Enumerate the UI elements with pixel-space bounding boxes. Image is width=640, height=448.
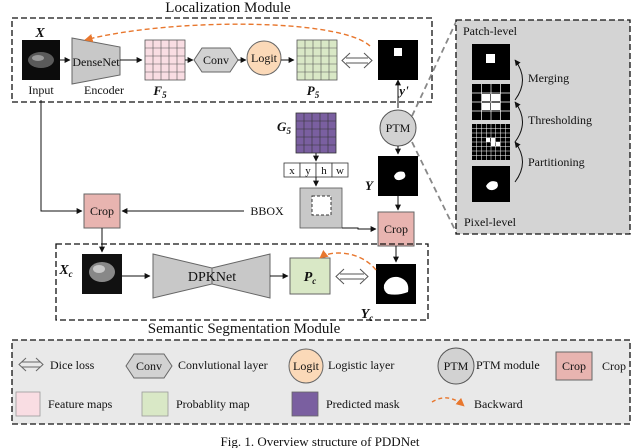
step-merging: Merging [528, 71, 569, 85]
ptm-bottom-label: Pixel-level [464, 215, 517, 229]
localization-module-box [11, 17, 433, 103]
y-prime-mask [378, 40, 418, 80]
bbox-w: w [336, 165, 344, 177]
crop-right-label: Crop [384, 222, 408, 236]
legend-conv: Convlutional layer [178, 358, 268, 372]
backward-arrow-top [84, 23, 371, 47]
arrow-input-to-crop [40, 100, 83, 214]
ptm-label: PTM [386, 121, 411, 135]
legend-backward-icon [431, 397, 465, 407]
feature-map-f5-grid [144, 39, 186, 81]
probability-map-p5-grid [296, 39, 338, 81]
partitioning-arrow [514, 141, 523, 183]
yc-mask-shape [383, 276, 409, 295]
segmentation-title: Semantic Segmentation Module [148, 321, 341, 337]
ptm-connector-bottom [411, 141, 457, 233]
legend-pred: Predicted mask [326, 397, 400, 411]
logit-layer [246, 40, 282, 76]
segmentation-module-box [55, 243, 429, 321]
y-prime-label: y' [397, 83, 409, 98]
predicted-mask-g5-grid [295, 112, 337, 154]
ptm-top-label: Patch-level [463, 24, 518, 38]
ptm-stage-3 [472, 124, 510, 160]
dice-loss-arrow-top [341, 52, 373, 69]
bbox-dashed-box [311, 195, 332, 216]
backward-arrow-bottom [319, 250, 377, 271]
legend-conv-symbol: Conv [136, 359, 162, 373]
legend-conv-icon [125, 353, 173, 379]
legend-dice-icon [18, 357, 44, 372]
y-prime-patch [394, 48, 402, 56]
legend-dice: Dice loss [50, 358, 95, 372]
legend-crop-symbol: Crop [562, 359, 586, 373]
xc-image [82, 254, 122, 294]
densenet-label: DenseNet [72, 55, 120, 69]
step-partitioning: Partitioning [528, 155, 585, 169]
g5-label: G5 [277, 119, 291, 136]
legend-feature-icon [15, 391, 41, 417]
arrow-bbox-to-crop-right [342, 226, 377, 232]
crop-left [83, 193, 121, 229]
legend-feature: Feature maps [48, 397, 113, 411]
dpknet-label: DPKNet [188, 270, 236, 285]
pc-box [289, 257, 331, 295]
y-mask-shape [394, 171, 406, 181]
dpknet-decoder [211, 253, 271, 299]
crop-left-label: Crop [90, 204, 114, 218]
legend-prob: Probablity map [176, 397, 250, 411]
conv-layer [193, 47, 239, 73]
thresholding-arrow [514, 101, 523, 143]
legend-ptm: PTM module [476, 358, 540, 372]
bbox-cells: x y h w [283, 162, 349, 178]
legend-logit: Logistic layer [328, 358, 394, 372]
ptm-connector-top [411, 21, 457, 117]
legend-prob-icon [141, 391, 169, 417]
legend-logit-symbol: Logit [293, 359, 320, 373]
legend-pred-icon [291, 391, 319, 417]
bbox-h: h [321, 165, 327, 177]
ptm-stage-4 [472, 166, 510, 202]
encoder-label: Encoder [84, 83, 124, 97]
pc-label: Pc [304, 270, 317, 286]
legend-box [11, 339, 631, 425]
legend-backward: Backward [474, 397, 523, 411]
input-symbol: X [34, 26, 45, 41]
crop-right [377, 211, 415, 247]
bbox-y: y [305, 165, 311, 177]
ptm-stage-1 [472, 44, 510, 80]
y-label: Y [365, 178, 374, 193]
legend-crop-icon [555, 351, 593, 381]
legend-logit-icon [288, 348, 324, 384]
merging-arrow [514, 59, 523, 101]
ptm-stage-2 [472, 84, 510, 120]
step-thresholding: Thresholding [528, 113, 592, 127]
legend-crop: Crop [602, 359, 626, 373]
f5-label: F5 [152, 83, 167, 100]
xc-label: Xc [58, 263, 72, 279]
yc-label: Yc [361, 307, 374, 323]
input-image [22, 40, 60, 80]
p5-label: P5 [307, 83, 320, 100]
input-label: Input [28, 83, 54, 97]
dice-loss-arrow-bottom [335, 268, 369, 285]
legend-ptm-symbol: PTM [444, 359, 469, 373]
localization-title: Localization Module [165, 0, 291, 16]
legend-ptm-icon [437, 347, 475, 385]
conv-label: Conv [203, 53, 229, 67]
bbox-x: x [289, 165, 295, 177]
figure-caption: Fig. 1. Overview structure of PDDNet [221, 434, 420, 448]
logit-label: Logit [251, 51, 278, 65]
encoder-block [71, 37, 121, 85]
bbox-label: BBOX [250, 204, 284, 218]
